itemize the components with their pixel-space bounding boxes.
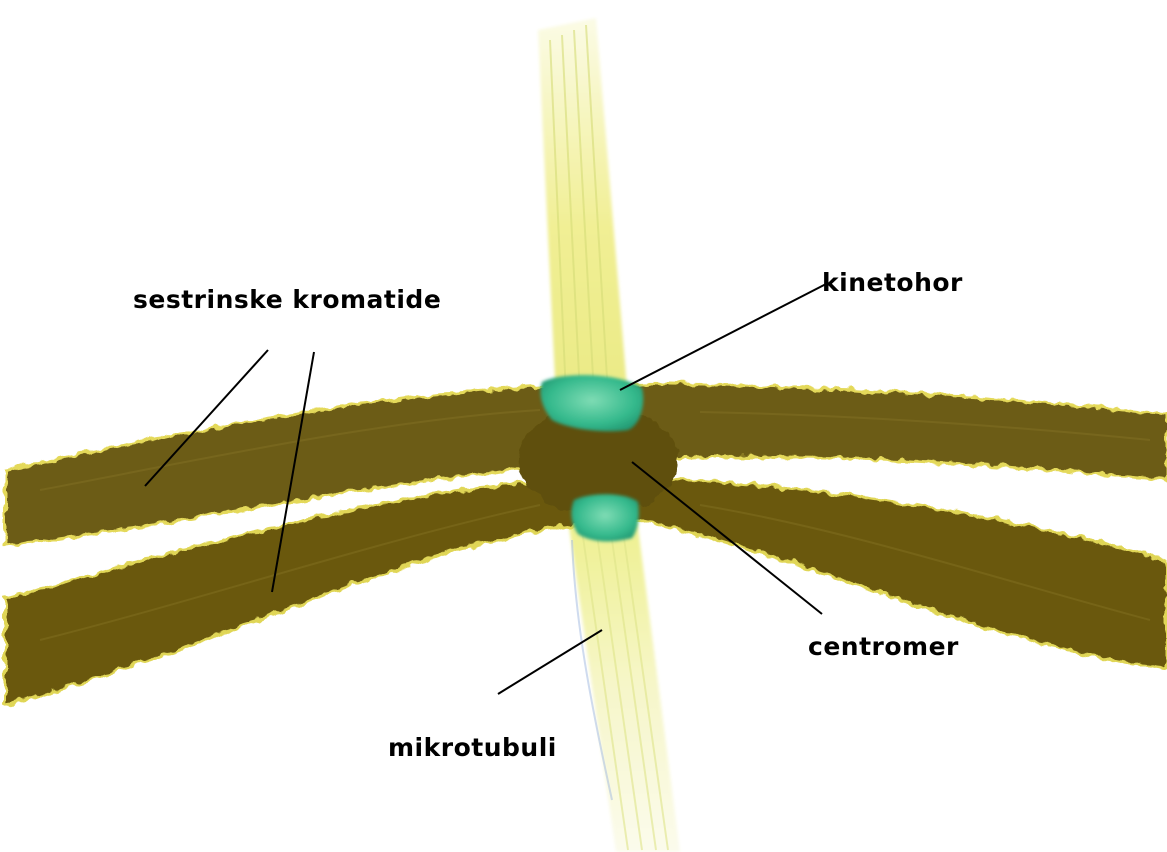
label-sister-chromatids: sestrinske kromatide (133, 285, 441, 314)
kinetochore-bottom (571, 494, 638, 541)
leader-kinetohor (620, 284, 826, 390)
label-microtubules: mikrotubuli (388, 733, 557, 762)
microtubule-bundle-bottom (568, 512, 680, 852)
label-kinetochore: kinetohor (822, 268, 963, 297)
leader-mikrotubuli (498, 630, 602, 694)
microtubule-bundle-top (538, 18, 628, 400)
label-centromere: centromer (808, 632, 959, 661)
